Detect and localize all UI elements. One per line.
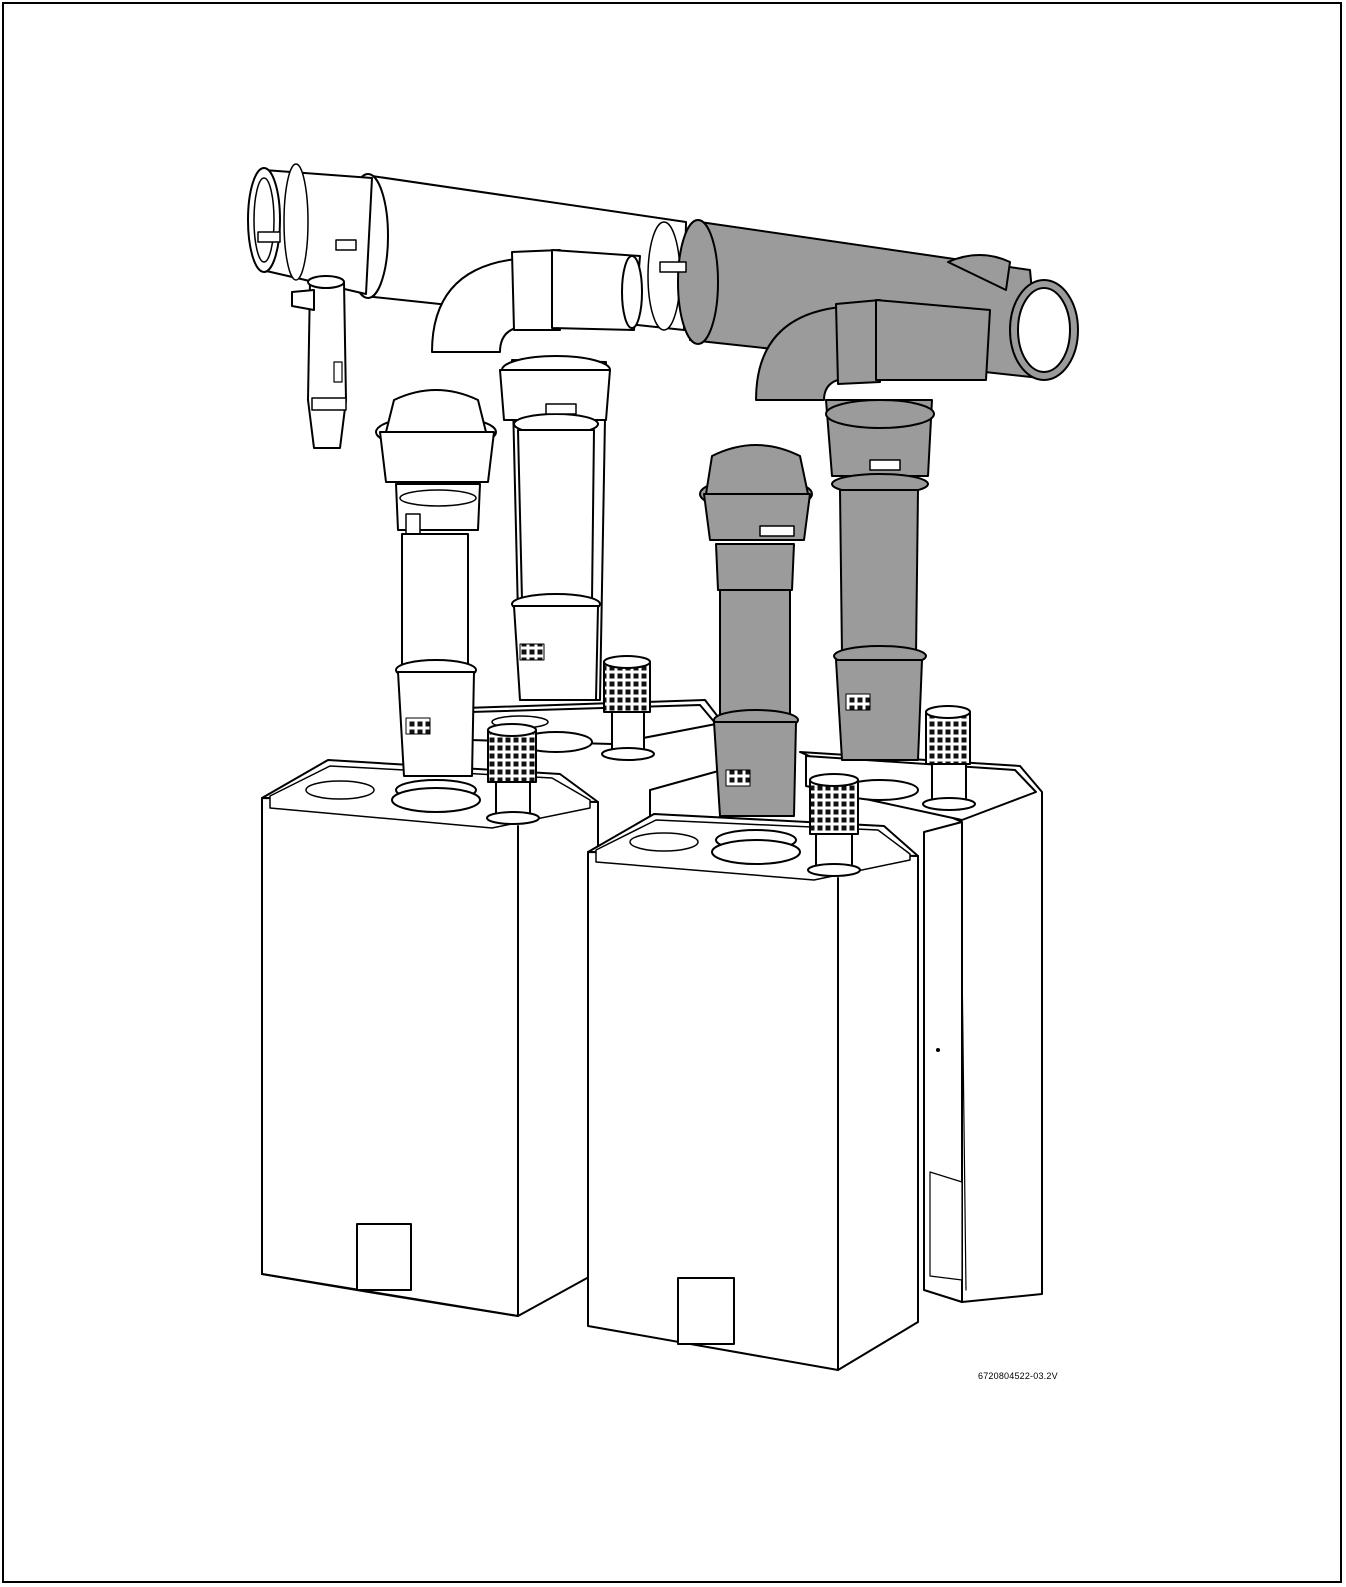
elbow-2: [755, 299, 991, 401]
boiler-front-left: [261, 759, 599, 1317]
air-inlet-terminal-1: [601, 655, 655, 761]
flue-pipe-assembly-4: [699, 444, 813, 865]
figure-code: 6720804522-03.2V: [978, 1371, 1058, 1381]
boiler-front-right: [587, 813, 919, 1371]
air-inlet-terminal-4: [807, 773, 861, 877]
air-inlet-terminal-3: [922, 705, 976, 811]
flue-pipe-assembly-1: [499, 355, 611, 753]
condensate-trap: [291, 275, 347, 449]
boiler-back-right: [799, 751, 1043, 1303]
air-inlet-terminal-2: [486, 723, 540, 825]
flue-pipe-assembly-2: [375, 389, 497, 813]
flue-pipe-assembly-3: [825, 399, 935, 801]
elbow-1: [431, 249, 643, 353]
